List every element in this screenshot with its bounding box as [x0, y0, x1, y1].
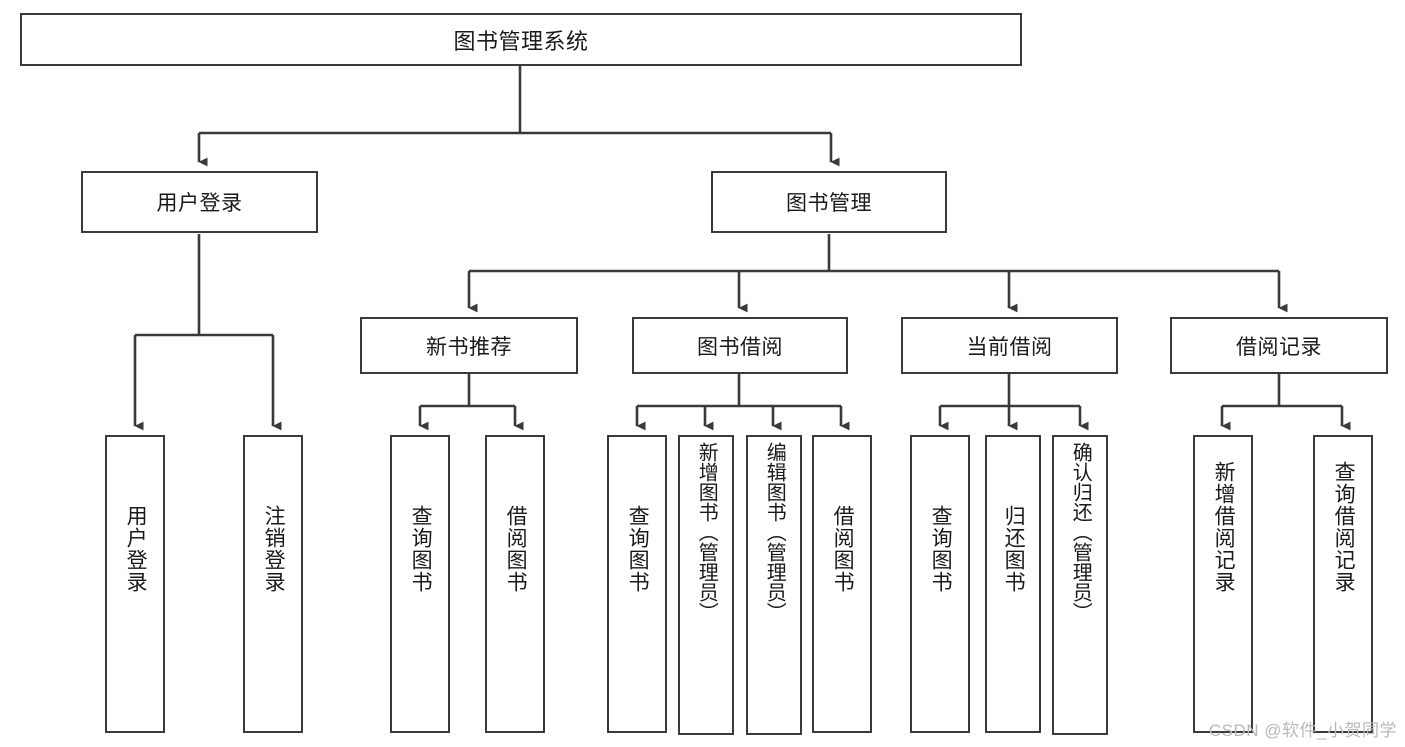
node-borrow-record[interactable]: 借阅记录 [1170, 317, 1388, 374]
leaf-label: 注销登录 [262, 505, 286, 593]
leaf-label: 用户登录 [124, 505, 148, 593]
leaf-label: 查询借阅记录 [1332, 461, 1356, 593]
node-book-manage[interactable]: 图书管理 [711, 171, 947, 233]
leaf-return-book[interactable]: 归还图书 [985, 435, 1041, 733]
leaf-add-book-admin[interactable]: 新增图书（管理员） [678, 435, 734, 735]
leaf-label: 查询图书 [929, 505, 953, 593]
node-label: 借阅记录 [1236, 335, 1322, 359]
leaf-label: 确认归还（管理员） [1069, 442, 1092, 622]
leaf-label: 编辑图书（管理员） [763, 442, 786, 622]
leaf-label: 借阅图书 [504, 505, 528, 593]
node-user-login[interactable]: 用户登录 [81, 171, 318, 233]
leaf-confirm-return-admin[interactable]: 确认归还（管理员） [1052, 435, 1108, 735]
leaf-logout-login[interactable]: 注销登录 [243, 435, 303, 733]
leaf-label: 新增图书（管理员） [695, 442, 718, 622]
leaf-label: 归还图书 [1002, 505, 1026, 593]
node-book-borrow[interactable]: 图书借阅 [632, 317, 848, 374]
leaf-borrow-book-recommend[interactable]: 借阅图书 [485, 435, 545, 733]
csdn-watermark: CSDN @软件_小贺同学 [1208, 721, 1397, 740]
leaf-label: 借阅图书 [831, 505, 855, 593]
leaf-label: 查询图书 [626, 505, 650, 593]
node-label: 图书管理 [786, 192, 872, 215]
node-label: 新书推荐 [426, 335, 512, 359]
leaf-query-book-borrow[interactable]: 查询图书 [607, 435, 667, 733]
leaf-borrow-book-borrow[interactable]: 借阅图书 [812, 435, 872, 733]
leaf-query-book-recommend[interactable]: 查询图书 [390, 435, 450, 733]
node-root-book-management-system[interactable]: 图书管理系统 [20, 13, 1022, 66]
leaf-query-book-current[interactable]: 查询图书 [910, 435, 970, 733]
leaf-query-borrow-record[interactable]: 查询借阅记录 [1313, 435, 1373, 733]
node-current-borrow[interactable]: 当前借阅 [901, 317, 1118, 374]
node-label: 当前借阅 [966, 335, 1053, 359]
leaf-add-borrow-record[interactable]: 新增借阅记录 [1193, 435, 1253, 733]
leaf-label: 新增借阅记录 [1212, 461, 1236, 593]
node-new-book-recommend[interactable]: 新书推荐 [360, 317, 578, 374]
node-label: 图书借阅 [697, 335, 783, 359]
leaf-label: 查询图书 [409, 505, 433, 593]
node-label: 用户登录 [156, 192, 243, 215]
leaf-edit-book-admin[interactable]: 编辑图书（管理员） [746, 435, 802, 735]
leaf-user-login[interactable]: 用户登录 [105, 435, 165, 733]
node-label: 图书管理系统 [453, 28, 589, 54]
